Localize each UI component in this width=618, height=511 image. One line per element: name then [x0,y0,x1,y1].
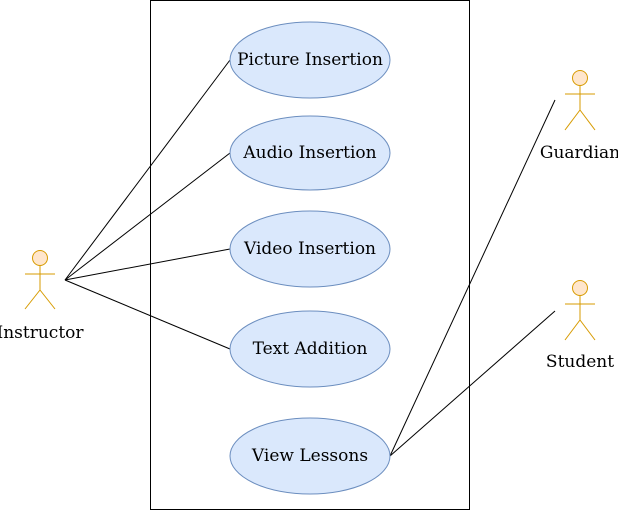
use-case-ellipse [229,210,391,288]
actor-instructor[interactable]: Instructor [0,250,84,344]
stick-figure-icon [24,250,56,310]
use-case-label: Text Addition [253,339,368,359]
use-case-label: Picture Insertion [237,50,383,70]
association-line-instructor-picture-insertion [64,59,231,281]
actor-label: Instructor [0,323,84,343]
actor-guardian[interactable]: Guardian [540,70,618,164]
use-case-ellipse [229,417,391,495]
use-case-picture-insertion[interactable]: Picture Insertion [229,21,391,99]
actor-label: Guardian [540,143,618,163]
use-case-ellipse [229,310,391,388]
use-case-ellipse [229,21,391,99]
association-line-instructor-audio-insertion [64,152,231,281]
stick-figure-icon [564,70,596,131]
use-case-audio-insertion[interactable]: Audio Insertion [229,115,391,191]
association-line-instructor-video-insertion [64,248,231,281]
association-line-guardian-view-lessons [389,99,556,457]
use-case-view-lessons[interactable]: View Lessons [229,417,391,495]
use-case-label: Video Insertion [243,239,376,259]
association-line-instructor-text-addition [64,279,231,350]
use-case-video-insertion[interactable]: Video Insertion [229,210,391,288]
actor-student[interactable]: Student [546,280,614,373]
use-case-ellipse [229,115,391,191]
stick-figure-icon [564,280,596,341]
use-case-label: Audio Insertion [242,143,376,163]
use-case-label: View Lessons [251,446,368,466]
use-case-text-addition[interactable]: Text Addition [229,310,391,388]
actor-label: Student [546,352,614,372]
system-boundary [150,0,470,510]
association-line-student-view-lessons [389,310,556,457]
